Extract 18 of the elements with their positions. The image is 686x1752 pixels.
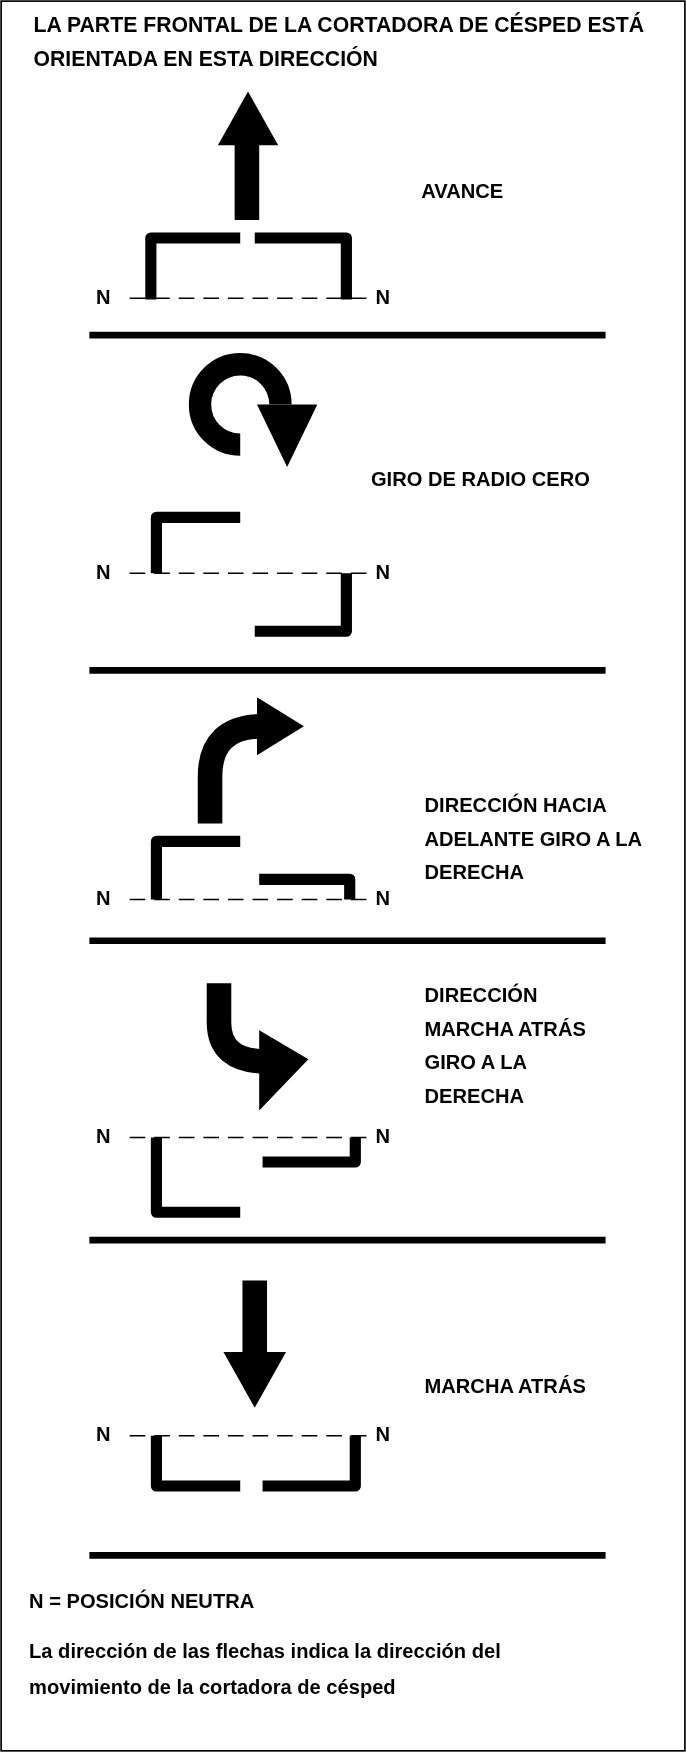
neutral-mark: N <box>375 285 390 310</box>
motion-label: DIRECCIÓN MARCHA ATRÁS GIRO A LA DERECHA <box>424 982 587 1110</box>
motion-label: GIRO DE RADIO CERO <box>370 467 591 493</box>
neutral-mark: N <box>375 559 390 585</box>
motion-label: MARCHA ATRÁS <box>424 1374 587 1400</box>
title: LA PARTE FRONTAL DE LA CORTADORA DE CÉSPED ESTÁ ORIENTADA EN ESTA DIRECCIÓN <box>33 12 646 73</box>
neutral-mark: N <box>96 559 111 585</box>
neutral-mark: N <box>96 1422 111 1447</box>
neutral-mark: N <box>375 1422 390 1447</box>
neutral-mark: N <box>375 886 390 911</box>
motion-label: AVANCE <box>421 178 505 205</box>
legend-note: N = POSICIÓN NEUTRA <box>29 1588 256 1615</box>
neutral-mark: N <box>375 1124 390 1149</box>
neutral-mark: N <box>96 285 111 310</box>
motion-label: DIRECCIÓN HACIA ADELANTE GIRO A LA DERECHA <box>424 792 643 886</box>
neutral-mark: N <box>96 1124 111 1149</box>
neutral-mark: N <box>96 886 111 911</box>
note-text: La dirección de las flechas indica la dirección del movimiento de la cortadora de césped <box>29 1639 502 1701</box>
